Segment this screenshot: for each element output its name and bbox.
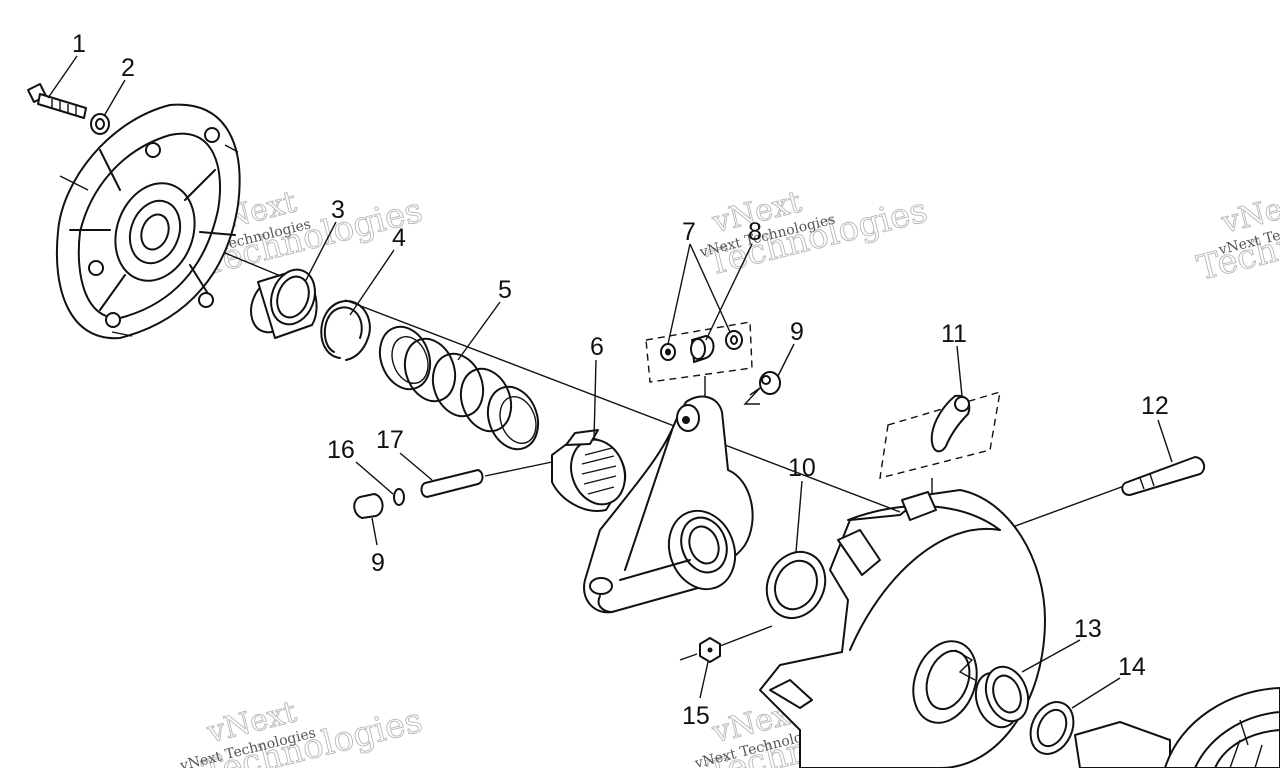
callout-labels: 1 2 3 4 5 6 7 8 9 9 10 11 12 13 14 15 16… — [72, 30, 1169, 730]
part-3-bushing — [250, 268, 318, 339]
callout-9-lower: 9 — [371, 549, 385, 577]
part-9-bushing — [759, 371, 781, 395]
part-10-washer — [765, 550, 827, 620]
callout-11: 11 — [941, 320, 967, 348]
part-11-weight — [879, 391, 1001, 500]
callout-9-upper: 9 — [790, 318, 804, 346]
callout-1: 1 — [72, 30, 86, 58]
part-5-spring — [378, 325, 540, 451]
part-13-bushing — [974, 665, 1030, 729]
part-15-nut — [679, 625, 773, 663]
spider-arm — [583, 395, 754, 614]
callout-2: 2 — [121, 54, 135, 82]
part-1-bolt — [27, 83, 87, 119]
callout-17: 17 — [376, 426, 404, 454]
part-14-washer — [1029, 701, 1075, 755]
callout-12: 12 — [1141, 392, 1169, 420]
callout-8: 8 — [748, 218, 762, 246]
part-12-pin — [1121, 456, 1206, 496]
callout-15: 15 — [682, 702, 710, 730]
callout-5: 5 — [498, 276, 512, 304]
part-4-snap-ring — [320, 300, 371, 361]
part-6-bushing — [551, 429, 627, 512]
leader-lines — [47, 55, 1173, 709]
callout-4: 4 — [392, 224, 406, 252]
part-16-17-button-pin — [353, 461, 553, 519]
part-7-8-rollers — [645, 321, 761, 405]
movable-sheave — [759, 489, 1046, 768]
cover-plate — [55, 103, 241, 340]
callout-6: 6 — [590, 333, 604, 361]
callout-10: 10 — [788, 454, 816, 482]
part-2-washer — [90, 113, 110, 135]
callout-13: 13 — [1074, 615, 1102, 643]
callout-14: 14 — [1118, 653, 1146, 681]
callout-3: 3 — [331, 196, 345, 224]
fixed-sheave — [1074, 687, 1280, 768]
callout-16: 16 — [327, 436, 355, 464]
callout-7: 7 — [682, 218, 696, 246]
